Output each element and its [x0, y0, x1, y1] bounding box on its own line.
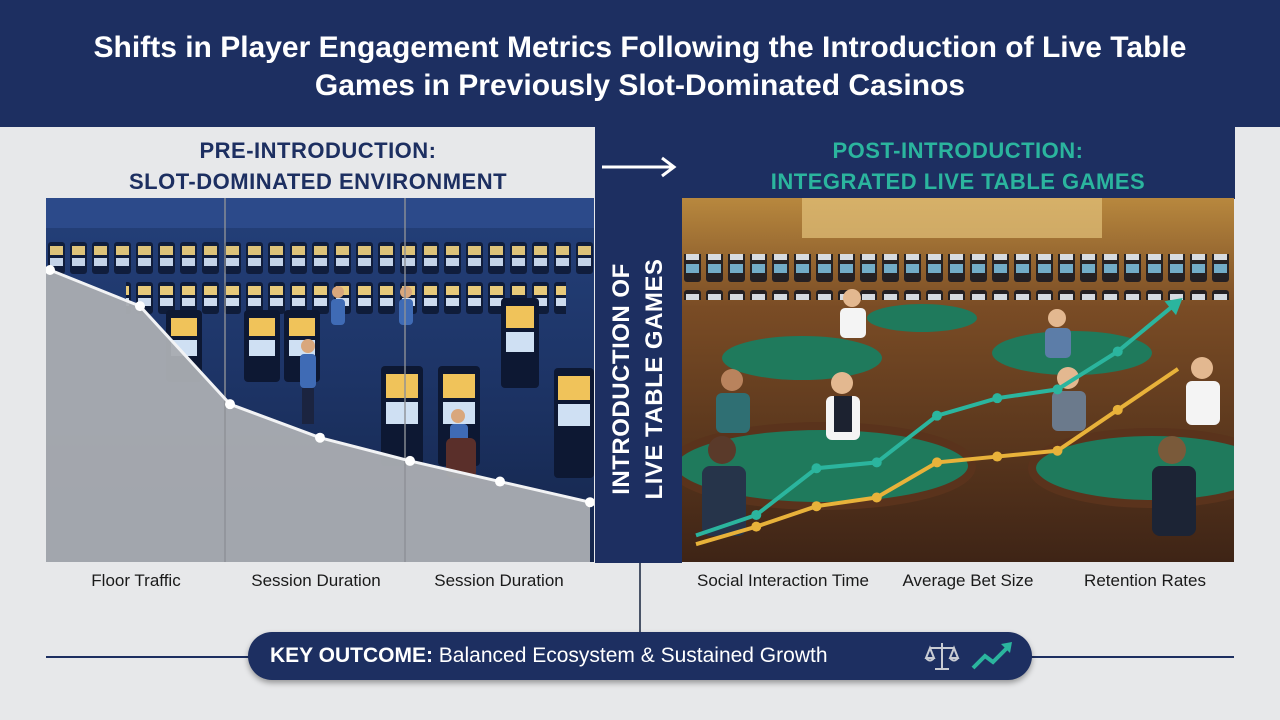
key-outcome-banner: KEY OUTCOME: Balanced Ecosystem & Sustai… [248, 632, 1032, 680]
left-panel-title: PRE-INTRODUCTION: SLOT-DOMINATED ENVIRON… [46, 135, 590, 197]
introduction-label-line1: INTRODUCTION OF [608, 263, 635, 495]
arrow-right-icon [602, 156, 677, 178]
key-outcome-text: KEY OUTCOME: Balanced Ecosystem & Sustai… [270, 644, 828, 668]
decline-point [135, 301, 145, 312]
teal-series-point [992, 393, 1003, 404]
scales-icon [924, 643, 960, 670]
trend-up-icon [971, 642, 1012, 670]
slot-floor-illustration [46, 198, 594, 562]
center-connector [639, 563, 641, 633]
right-panel-title: POST-INTRODUCTION: INTEGRATED LIVE TABLE… [682, 135, 1234, 197]
teal-series-point [1052, 384, 1063, 395]
key-outcome-label: KEY OUTCOME: [270, 644, 433, 667]
introduction-label: INTRODUCTION OF LIVE TABLE GAMES [605, 199, 671, 559]
right-title-background [595, 127, 1235, 199]
decline-point [225, 399, 235, 410]
metric-label-session-duration-2: Session Duration [434, 571, 564, 590]
growth-chart [695, 297, 1183, 547]
decline-point [585, 497, 594, 508]
gold-series-point [751, 521, 762, 532]
page-title: Shifts in Player Engagement Metrics Foll… [93, 31, 1187, 102]
left-title-line2: SLOT-DOMINATED ENVIRONMENT [128, 169, 508, 194]
introduction-divider: INTRODUCTION OF LIVE TABLE GAMES [595, 199, 682, 563]
key-outcome-statement: Balanced Ecosystem & Sustained Growth [432, 644, 828, 667]
decline-point [405, 455, 415, 466]
left-title-line1: PRE-INTRODUCTION: [199, 138, 437, 163]
introduction-label-line2: LIVE TABLE GAMES [641, 258, 668, 500]
gold-series-point [992, 451, 1003, 462]
teal-series-point [871, 457, 882, 468]
gold-series-point [932, 457, 942, 468]
metric-label-session-duration: Session Duration [251, 571, 381, 590]
growth-arrow-icon [1164, 297, 1183, 316]
gold-series-point [1112, 404, 1123, 415]
teal-series-point [811, 463, 822, 474]
gold-series-point [1052, 445, 1063, 456]
header-banner: Shifts in Player Engagement Metrics Foll… [0, 0, 1280, 127]
right-title-line2: INTEGRATED LIVE TABLE GAMES [770, 169, 1146, 194]
teal-series-point [751, 509, 762, 520]
decline-point [46, 265, 55, 275]
players [300, 286, 468, 452]
metric-label-social-interaction: Social Interaction Time [697, 571, 869, 590]
teal-series-point [932, 410, 942, 421]
dealers-and-players [702, 289, 1220, 536]
metric-label-retention: Retention Rates [1084, 571, 1206, 590]
decline-point [495, 476, 505, 487]
teal-series-point [1112, 346, 1123, 357]
metric-label-floor-traffic: Floor Traffic [91, 571, 181, 590]
outcome-rule-left [46, 656, 251, 658]
live-table-illustration [682, 198, 1234, 562]
metric-label-average-bet: Average Bet Size [902, 571, 1034, 590]
right-title-line1: POST-INTRODUCTION: [832, 138, 1084, 163]
decline-chart [46, 198, 594, 562]
gold-series-point [811, 501, 822, 512]
decline-point [315, 432, 325, 443]
gold-series-point [871, 492, 882, 503]
outcome-rule-right [1030, 656, 1234, 658]
